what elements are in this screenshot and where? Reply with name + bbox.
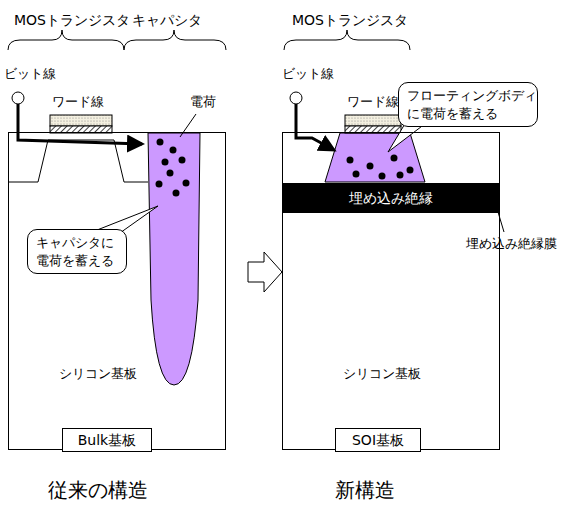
charge-dot bbox=[157, 139, 164, 146]
gate-electrode bbox=[50, 115, 112, 126]
part-label: MOSトランジスタ bbox=[292, 12, 408, 29]
brace bbox=[124, 30, 226, 50]
node-text: 埋め込み絶縁 bbox=[349, 189, 433, 208]
bit-line-terminal bbox=[12, 92, 24, 104]
charge-dot bbox=[183, 180, 190, 187]
charge-path-arrow bbox=[18, 104, 142, 144]
brace bbox=[8, 30, 124, 50]
capacitor-trench bbox=[148, 133, 200, 385]
charge-dot bbox=[167, 170, 174, 177]
leader-line bbox=[498, 212, 504, 232]
charge-path-arrow bbox=[296, 104, 334, 150]
part-label: 電荷 bbox=[190, 94, 216, 110]
charge-dot bbox=[391, 155, 398, 162]
isolation-outline bbox=[8, 140, 148, 182]
charge-dot bbox=[367, 163, 374, 170]
charge-dot bbox=[397, 172, 404, 179]
charge-dot bbox=[156, 181, 163, 188]
floating-body bbox=[325, 133, 425, 182]
part-label: ワード線 bbox=[347, 94, 399, 110]
substrate-type-box: SOI基板 bbox=[335, 428, 421, 452]
charge-dot bbox=[170, 147, 177, 154]
substrate: シリコン基板 キャパシタに 電荷を蓄える bbox=[8, 132, 226, 450]
charge-dot bbox=[179, 157, 186, 164]
brace bbox=[284, 30, 410, 50]
node-text: Bulk基板 bbox=[78, 431, 136, 450]
substrate-type-box: Bulk基板 bbox=[62, 428, 152, 452]
charge-dot bbox=[347, 157, 354, 164]
leader-line bbox=[180, 114, 196, 137]
charge-dot bbox=[173, 190, 180, 197]
callout: キャパシタに 電荷を蓄える bbox=[27, 229, 127, 274]
charge-dot bbox=[379, 173, 386, 180]
charge-dot bbox=[162, 159, 169, 166]
bit-line-terminal bbox=[290, 92, 302, 104]
buried-insulator-band: 埋め込み絶縁 bbox=[283, 183, 499, 213]
part-label: MOSトランジスタ bbox=[14, 12, 130, 29]
part-label: ビット線 bbox=[4, 66, 56, 82]
gate-electrode bbox=[345, 115, 401, 126]
transition-arrow bbox=[248, 252, 282, 292]
part-label: キャパシタ bbox=[132, 12, 202, 29]
node-text: キャパシタに 電荷を蓄える bbox=[36, 234, 118, 269]
node-text: シリコン基板 bbox=[343, 365, 421, 383]
part-label: ワード線 bbox=[52, 94, 104, 110]
part-label: ビット線 bbox=[282, 66, 334, 82]
charge-dot bbox=[407, 167, 414, 174]
callout: フローティングボディ に電荷を蓄える bbox=[398, 82, 538, 127]
part-label: 埋め込み絶縁膜 bbox=[466, 236, 557, 252]
node-text: シリコン基板 bbox=[59, 365, 137, 383]
caption-text: 新構造 bbox=[335, 478, 395, 502]
substrate: シリコン基板 埋め込み絶縁 bbox=[282, 132, 500, 450]
node-text: SOI基板 bbox=[352, 431, 404, 450]
node-text: フローティングボディ に電荷を蓄える bbox=[407, 87, 529, 122]
caption-text: 従来の構造 bbox=[48, 478, 148, 502]
charge-dot bbox=[353, 171, 360, 178]
